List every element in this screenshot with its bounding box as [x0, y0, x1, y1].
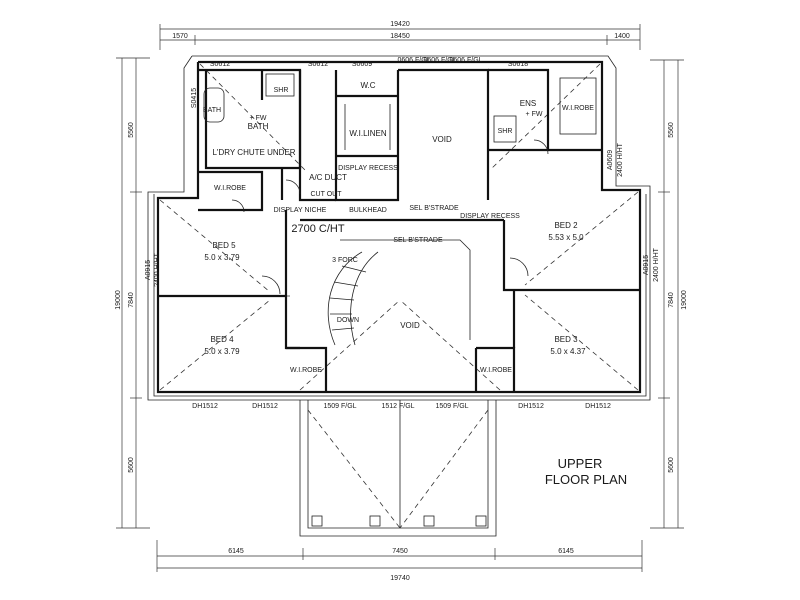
label-bath: BATH [248, 122, 269, 131]
label-sel-bstrade-stair: SEL B'STRADE [393, 237, 443, 244]
window-a0915-left: A0915 [145, 260, 152, 280]
label-bed4: BED 4 [210, 335, 234, 344]
label-bath-small: BATH [203, 107, 221, 114]
window-s0612: S0612 [210, 61, 230, 68]
window-f0606b: 0606 F/GL [423, 57, 456, 64]
window-dh1512a: DH1512 [192, 403, 218, 410]
window-labels: S0612 S0612 S0609 0606 F/GL 0606 F/GL 06… [145, 57, 660, 410]
window-s0612b: S0612 [308, 61, 328, 68]
label-void-top: VOID [432, 135, 452, 144]
portico [299, 400, 497, 537]
label-sel-bstrade-top: SEL B'STRADE [409, 205, 459, 212]
window-a0609-height: 2400 H/HT [617, 142, 624, 177]
label-bed2: BED 2 [554, 221, 578, 230]
label-display-recess-top: DISPLAY RECESS [338, 165, 398, 172]
top-left-dim: 1570 [172, 33, 188, 40]
right-overall-dim: 19000 [681, 290, 688, 310]
bottom-right-dim: 6145 [558, 548, 574, 555]
label-laundry-chute: L'DRY CHUTE UNDER [212, 148, 295, 157]
label-ens: ENS [520, 99, 536, 108]
label-wi-linen: W.I.LINEN [349, 129, 387, 138]
bottom-overall-dim: 19740 [390, 575, 410, 582]
label-bulkhead: BULKHEAD [349, 207, 387, 214]
label-cut-out: CUT OUT [311, 191, 343, 198]
left-upper-dim: 5560 [128, 122, 135, 138]
label-display-recess-right: DISPLAY RECESS [460, 213, 520, 220]
right-dimension-lines: 19000 5560 7840 5600 [650, 59, 688, 529]
label-bed2-size: 5.53 x 5.0 [548, 233, 584, 242]
roof-outline [147, 55, 651, 401]
label-stair-down: DOWN [337, 317, 359, 324]
top-middle-dim: 18450 [390, 33, 410, 40]
right-upper-dim: 5560 [668, 122, 675, 138]
label-fw-left: + FW [250, 115, 267, 122]
window-fgl1509b: 1509 F/GL [435, 403, 468, 410]
left-overall-dim: 19000 [115, 290, 122, 310]
label-wc: W.C [360, 81, 375, 90]
label-wi-robe-bed5: W.I.ROBE [214, 185, 246, 192]
label-shr-left: SHR [274, 87, 289, 94]
label-bed3-size: 5.0 x 4.37 [550, 347, 586, 356]
window-dh1512c: DH1512 [518, 403, 544, 410]
window-a0609: A0609 [607, 150, 614, 170]
label-bed5-size: 5.0 x 3.79 [204, 253, 240, 262]
staircase [327, 251, 379, 346]
window-f0606c: 0606 F/GL [449, 57, 482, 64]
label-wi-robe-bed4: W.I.ROBE [290, 367, 322, 374]
bottom-dimension-lines: 6145 7450 6145 19740 [156, 540, 643, 582]
label-bed5: BED 5 [212, 241, 236, 250]
plan-title: UPPER FLOOR PLAN [545, 456, 627, 487]
window-f0606a: 0606 F/GL [397, 57, 430, 64]
title-line2: FLOOR PLAN [545, 472, 627, 487]
window-a0915-right: A0915 [643, 255, 650, 275]
window-s0618: S0618 [508, 61, 528, 68]
window-a0915-left-height: 2400 H/HT [154, 252, 161, 287]
left-dimension-lines: 19000 5560 7840 5600 [115, 57, 150, 529]
left-lower-dim: 5600 [128, 457, 135, 473]
window-dh1512d: DH1512 [585, 403, 611, 410]
label-ac-duct: A/C DUCT [309, 173, 347, 182]
right-lower-dim: 5600 [668, 457, 675, 473]
label-ceiling-height: 2700 C/HT [291, 223, 344, 235]
label-wi-robe-bed3: W.I.ROBE [480, 367, 512, 374]
window-fgl1512: 1512 F/GL [381, 403, 414, 410]
label-wi-robe-ens: W.I.ROBE [562, 105, 594, 112]
label-void-centre: VOID [400, 321, 420, 330]
label-fw-right: + FW [526, 111, 543, 118]
top-overall-dim: 19420 [390, 21, 410, 28]
room-labels: BATH + FW BATH L'DRY CHUTE UNDER SHR W.C… [203, 81, 594, 374]
window-a0915-right-height: 2400 H/HT [653, 247, 660, 282]
label-bed3: BED 3 [554, 335, 578, 344]
window-s0415: S0415 [191, 88, 198, 108]
window-s0609: S0609 [352, 61, 372, 68]
door-swings [231, 139, 549, 295]
label-stair-up: 3 FORC [332, 257, 358, 264]
window-fgl1509a: 1509 F/GL [323, 403, 356, 410]
bottom-left-dim: 6145 [228, 548, 244, 555]
title-line1: UPPER [558, 456, 603, 471]
external-walls [156, 60, 642, 394]
label-shr-right: SHR [498, 128, 513, 135]
top-dimension-lines: 19420 1570 18450 1400 [159, 21, 641, 50]
right-middle-dim: 7840 [668, 292, 675, 308]
label-bed4-size: 5.0 x 3.79 [204, 347, 240, 356]
internal-walls [158, 68, 640, 392]
label-display-niche: DISPLAY NICHE [274, 207, 327, 214]
window-dh1512b: DH1512 [252, 403, 278, 410]
top-right-dim: 1400 [614, 33, 630, 40]
bottom-middle-dim: 7450 [392, 548, 408, 555]
left-middle-dim: 7840 [128, 292, 135, 308]
